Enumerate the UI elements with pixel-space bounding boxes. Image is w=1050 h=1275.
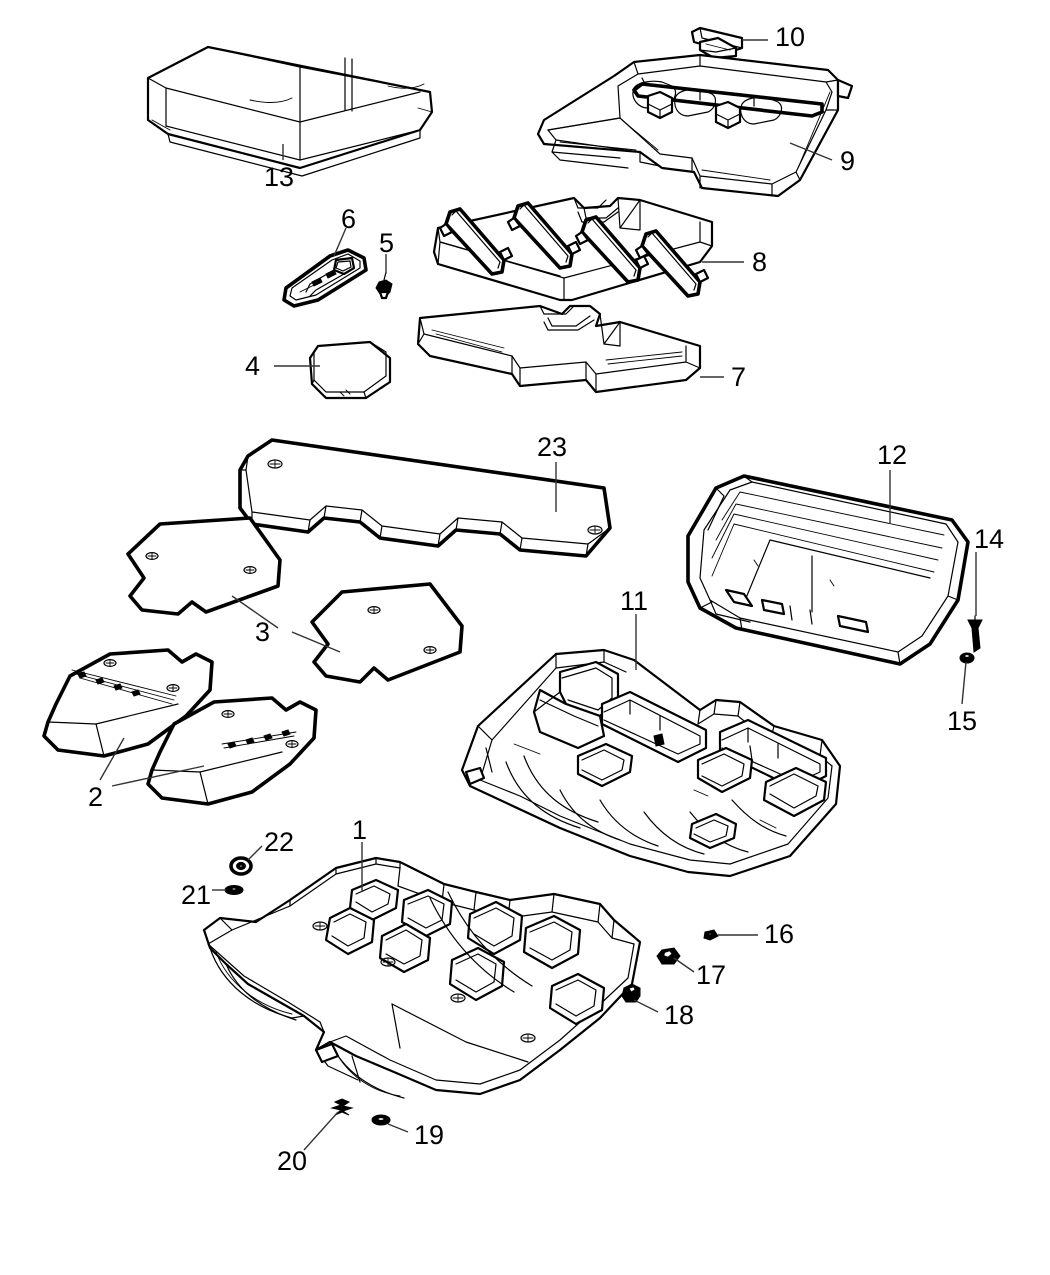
callout-4: 4	[245, 351, 261, 381]
callout-21: 21	[181, 880, 212, 910]
carpet-hole	[520, 1033, 536, 1043]
callout-16: 16	[764, 919, 795, 949]
eyelet	[267, 459, 283, 469]
part-18-carpet-clip	[621, 983, 641, 1003]
part-8-rear-load-floor-panel	[432, 196, 714, 302]
part-1-front-floor-carpet	[202, 856, 642, 1099]
part-21-grommet	[224, 885, 244, 895]
eyelet	[587, 525, 603, 535]
callout-12: 12	[877, 440, 908, 470]
part-19-washer	[371, 1114, 391, 1126]
eyelet	[166, 683, 180, 692]
eyelet	[221, 709, 235, 718]
part-13-cargo-area-carpet	[146, 45, 434, 177]
callout-19: 19	[414, 1120, 445, 1150]
part-4-spare-tire-cover-pad	[308, 340, 392, 400]
part-15-plug-button	[959, 652, 975, 664]
eyelet	[367, 605, 381, 614]
part-9-cargo-floor-tray	[536, 53, 854, 198]
part-22-eyelet-ring	[229, 856, 253, 876]
leader-17	[673, 957, 695, 973]
part-10-cargo-floor-latch-handle	[690, 26, 744, 60]
eyelet	[423, 645, 437, 654]
leader-20	[303, 1111, 339, 1151]
callout-17: 17	[696, 960, 727, 990]
part-5-retainer-clip	[375, 271, 393, 300]
part-7-load-floor-silencer	[416, 304, 702, 394]
part-11-rear-floor-carpet-assembly	[460, 648, 842, 878]
leader-2b	[111, 765, 205, 787]
part-3-rear-floor-mat-left	[126, 516, 282, 616]
callout-1: 1	[352, 815, 368, 845]
callout-9: 9	[840, 146, 856, 176]
leader-9	[789, 142, 833, 161]
leader-22	[247, 845, 263, 861]
callout-2: 2	[88, 782, 104, 812]
part-2-front-floor-mat-right	[146, 696, 318, 806]
part-20-four-point-clip	[330, 1098, 354, 1116]
callout-23: 23	[537, 432, 568, 462]
callout-3: 3	[255, 617, 271, 647]
eyelet	[145, 551, 159, 560]
leader-19	[387, 1123, 409, 1133]
part-3-rear-floor-mat-right	[310, 582, 464, 684]
part-6-jack-tool-cover	[282, 248, 368, 308]
callout-11: 11	[620, 586, 649, 616]
carpet-hole	[450, 993, 466, 1003]
leader-3a	[231, 595, 279, 629]
leader-6	[333, 227, 347, 257]
callout-13: 13	[264, 162, 295, 192]
callout-18: 18	[664, 1000, 695, 1030]
callout-8: 8	[752, 247, 768, 277]
eyelet	[243, 565, 257, 574]
callout-20: 20	[277, 1146, 308, 1176]
leader-18	[633, 999, 659, 1013]
callout-10: 10	[775, 22, 806, 52]
leader-3b	[291, 631, 341, 653]
leader-2a	[99, 737, 125, 781]
callout-5: 5	[379, 228, 395, 258]
part-14-push-pin-fastener	[967, 615, 983, 653]
callout-15: 15	[947, 706, 978, 736]
callout-22: 22	[264, 827, 295, 857]
eyelet	[285, 739, 299, 748]
leader-15	[961, 661, 967, 705]
callout-14: 14	[974, 524, 1005, 554]
leader-lines	[99, 39, 977, 1151]
eyelet	[103, 658, 117, 667]
part-2-front-floor-mat-left	[42, 648, 214, 758]
carpet-hole	[380, 957, 396, 967]
part-17-carpet-retainer-nut	[656, 947, 681, 965]
carpet-hole	[312, 921, 328, 931]
callout-7: 7	[731, 362, 747, 392]
part-12-storage-bin	[686, 474, 970, 666]
callout-6: 6	[341, 204, 357, 234]
part-16-carpet-stud	[703, 929, 719, 941]
